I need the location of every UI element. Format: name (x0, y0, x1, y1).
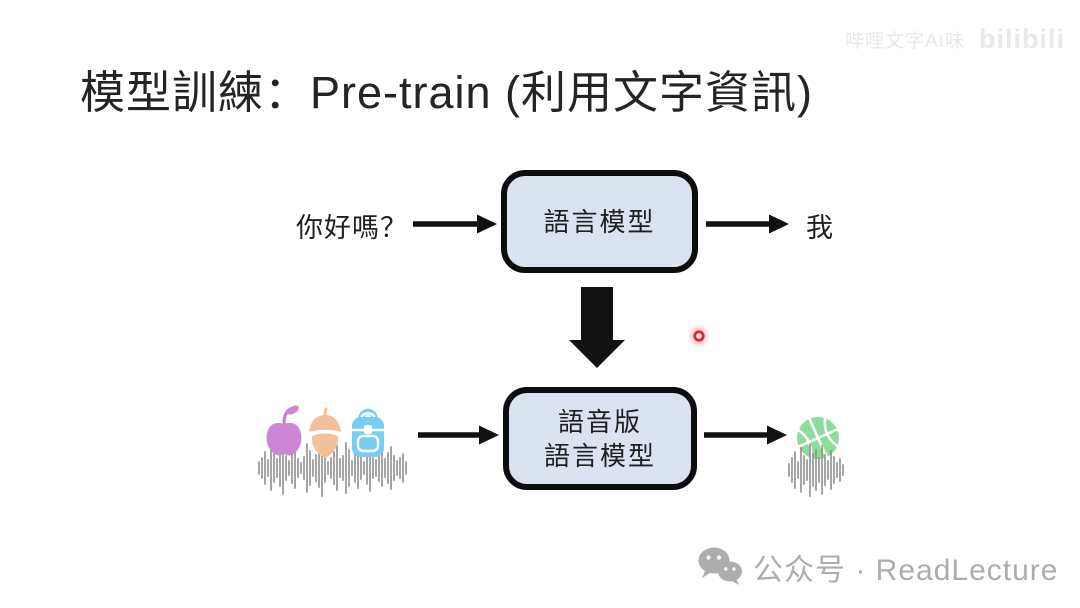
acorn-icon (307, 407, 343, 458)
speech-input-arrow (418, 425, 499, 445)
text-lm-label: 語言模型 (543, 206, 656, 237)
speech-waveform-left-icon (258, 439, 407, 497)
wechat-icon (698, 547, 742, 585)
speech-waveform-right-icon (788, 443, 844, 497)
bilibili-logo: bilibili (978, 24, 1065, 54)
backpack-icon (352, 408, 384, 457)
text-lm-box: 語言模型 (501, 170, 698, 273)
speech-lm-label-line1: 語音版 (557, 406, 642, 437)
text-input-arrow (413, 214, 497, 234)
speech-output-arrow (704, 425, 787, 445)
text-output-arrow (706, 214, 789, 234)
basketball-icon (797, 417, 839, 459)
text-input-label: 你好嗎？ (296, 213, 408, 243)
speech-lm-box: 語音版 語言模型 (503, 387, 697, 490)
down-arrow-icon (569, 287, 625, 368)
slide-title: 模型訓練：Pre-train (利用文字資訊) (80, 67, 814, 118)
text-output-label: 我 (806, 213, 834, 243)
laser-pointer-dot (687, 324, 711, 348)
speech-lm-label-line2: 語言模型 (543, 440, 656, 471)
watermark-channel-text: 哔哩文字AI味 (845, 31, 965, 52)
footer-label: 公众号 · ReadLecture (753, 554, 1059, 587)
apple-icon (266, 405, 302, 456)
footer-branding: 公众号 · ReadLecture (697, 545, 1058, 589)
bilibili-watermark: 哔哩文字AI味 bilibili (845, 24, 1065, 55)
